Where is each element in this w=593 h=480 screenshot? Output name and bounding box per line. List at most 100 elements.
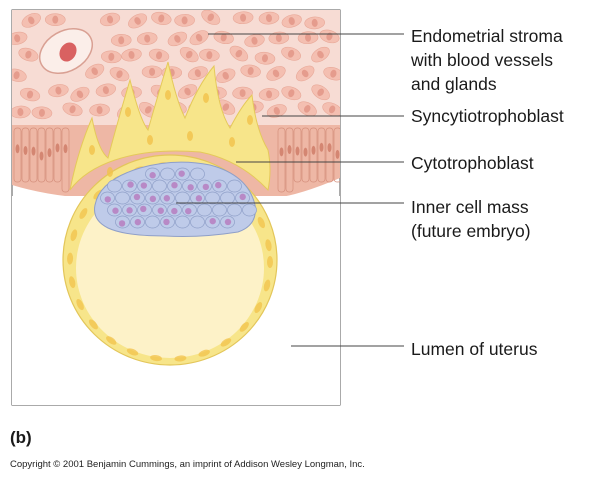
trophoblast-nucleus (76, 298, 84, 311)
epithelial-nucleus (55, 143, 60, 153)
epithelial-nucleus (23, 145, 28, 155)
stroma-nucleus (102, 86, 109, 95)
epithelial-nucleus (287, 145, 292, 155)
stroma-nucleus (330, 69, 337, 78)
icm-nucleus (171, 207, 178, 215)
stroma-nucleus (26, 90, 34, 99)
epithelial-nucleus (311, 145, 316, 155)
trophoblast-nucleus (126, 348, 139, 356)
epithelial-nucleus (295, 146, 300, 156)
stroma-nucleus (240, 13, 247, 22)
icm-nucleus (149, 195, 157, 203)
icm-nucleus (140, 205, 147, 213)
icm-nucleus (163, 218, 170, 226)
epithelial-cell (309, 127, 318, 183)
icm-nucleus (209, 217, 216, 225)
icm-nucleus (178, 170, 185, 177)
icm-cell (115, 191, 130, 205)
epithelial-nucleus (327, 143, 332, 153)
blood-vessel (39, 27, 93, 75)
epithelial-cell (29, 127, 38, 183)
epithelium-cells (13, 127, 340, 193)
stroma-nucleus (273, 107, 280, 115)
stroma-nucleus (118, 36, 125, 45)
stroma-nucleus (222, 71, 229, 80)
icm-nucleus (195, 195, 203, 202)
stroma-nucleus (17, 107, 24, 116)
epithelial-nucleus (15, 144, 20, 154)
stroma-nucleus (261, 54, 268, 63)
epithelial-cell (21, 127, 30, 183)
icm-cell (227, 179, 242, 193)
stroma-nucleus (207, 13, 215, 22)
stroma-nucleus (287, 49, 295, 58)
stroma-nucleus (185, 50, 193, 59)
syncytiotrophoblast (69, 61, 271, 192)
stroma-nucleus (265, 14, 272, 23)
icm-cell (175, 215, 190, 229)
icm-cell (212, 203, 227, 217)
epithelial-cell (293, 127, 302, 183)
label-endometrial-line-3: and glands (411, 74, 497, 94)
icm-nucleus (104, 196, 111, 203)
stroma-nucleus (305, 33, 312, 42)
stroma-nucleus (38, 108, 45, 117)
epithelial-nucleus (279, 147, 284, 157)
icm-nucleus (239, 193, 246, 201)
icm-nucleus (149, 172, 156, 179)
icm-nucleus (112, 207, 119, 214)
syncytio-nucleus (89, 145, 95, 155)
icm-cell (205, 191, 220, 205)
syncytio-nucleus (125, 107, 131, 117)
stroma-nucleus (303, 105, 311, 113)
stroma-nucleus (288, 17, 295, 25)
icm-nucleus (140, 182, 148, 189)
stroma-nucleus (311, 18, 318, 27)
icm-cell (145, 215, 160, 229)
stroma-nucleus (195, 33, 203, 42)
epithelial-nucleus (47, 148, 52, 158)
label-inner-cell-mass: Inner cell mass (future embryo) (411, 195, 531, 243)
trophoblast-nucleus (67, 252, 74, 265)
icm-nucleus (133, 193, 141, 201)
stroma-nucleus (91, 67, 98, 76)
trophoblast-nucleus (70, 229, 78, 242)
epithelial-nucleus (31, 146, 36, 156)
epithelial-cell (53, 127, 62, 183)
trophoblast-nucleus (257, 216, 266, 229)
stroma-nucleus (116, 70, 123, 79)
icm-cell (197, 203, 212, 217)
label-icm-line-2: (future embryo) (411, 221, 531, 241)
stroma-nucleus (134, 17, 141, 25)
trophoblast-nucleus (174, 355, 187, 362)
trophoblast-nucleus (254, 302, 263, 314)
icm-nucleus (118, 220, 126, 227)
epithelial-cell (301, 127, 310, 183)
epithelial-cell (325, 127, 334, 183)
stroma-nucleus (28, 16, 35, 25)
stroma-nucleus (220, 33, 227, 42)
icm-nucleus (224, 218, 232, 226)
label-lumen-of-uterus: Lumen of uterus (411, 339, 538, 359)
stroma-nucleus (55, 86, 62, 95)
epithelial-cell (37, 127, 46, 183)
epithelial-cell (61, 127, 70, 193)
icm-nucleus (127, 181, 134, 188)
stroma-nucleus (206, 51, 213, 60)
epithelial-cell (277, 127, 286, 193)
stroma-nucleus (272, 69, 280, 78)
epithelial-nucleus (335, 149, 340, 159)
stroma-nucleus (266, 90, 273, 99)
stroma-nucleus (13, 71, 20, 80)
trophoblast-nucleus (68, 276, 76, 289)
icm-nucleus (126, 207, 133, 214)
stroma-nucleus (128, 50, 135, 59)
stroma-nucleus (52, 15, 59, 24)
icm-cell (220, 191, 235, 205)
syncytio-nucleus (165, 90, 171, 100)
stroma-nucleus (149, 67, 156, 76)
stroma-nucleus (25, 50, 32, 59)
stroma-nucleus (222, 103, 230, 111)
icm-nucleus (163, 195, 171, 202)
stroma-nucleus (247, 67, 254, 75)
